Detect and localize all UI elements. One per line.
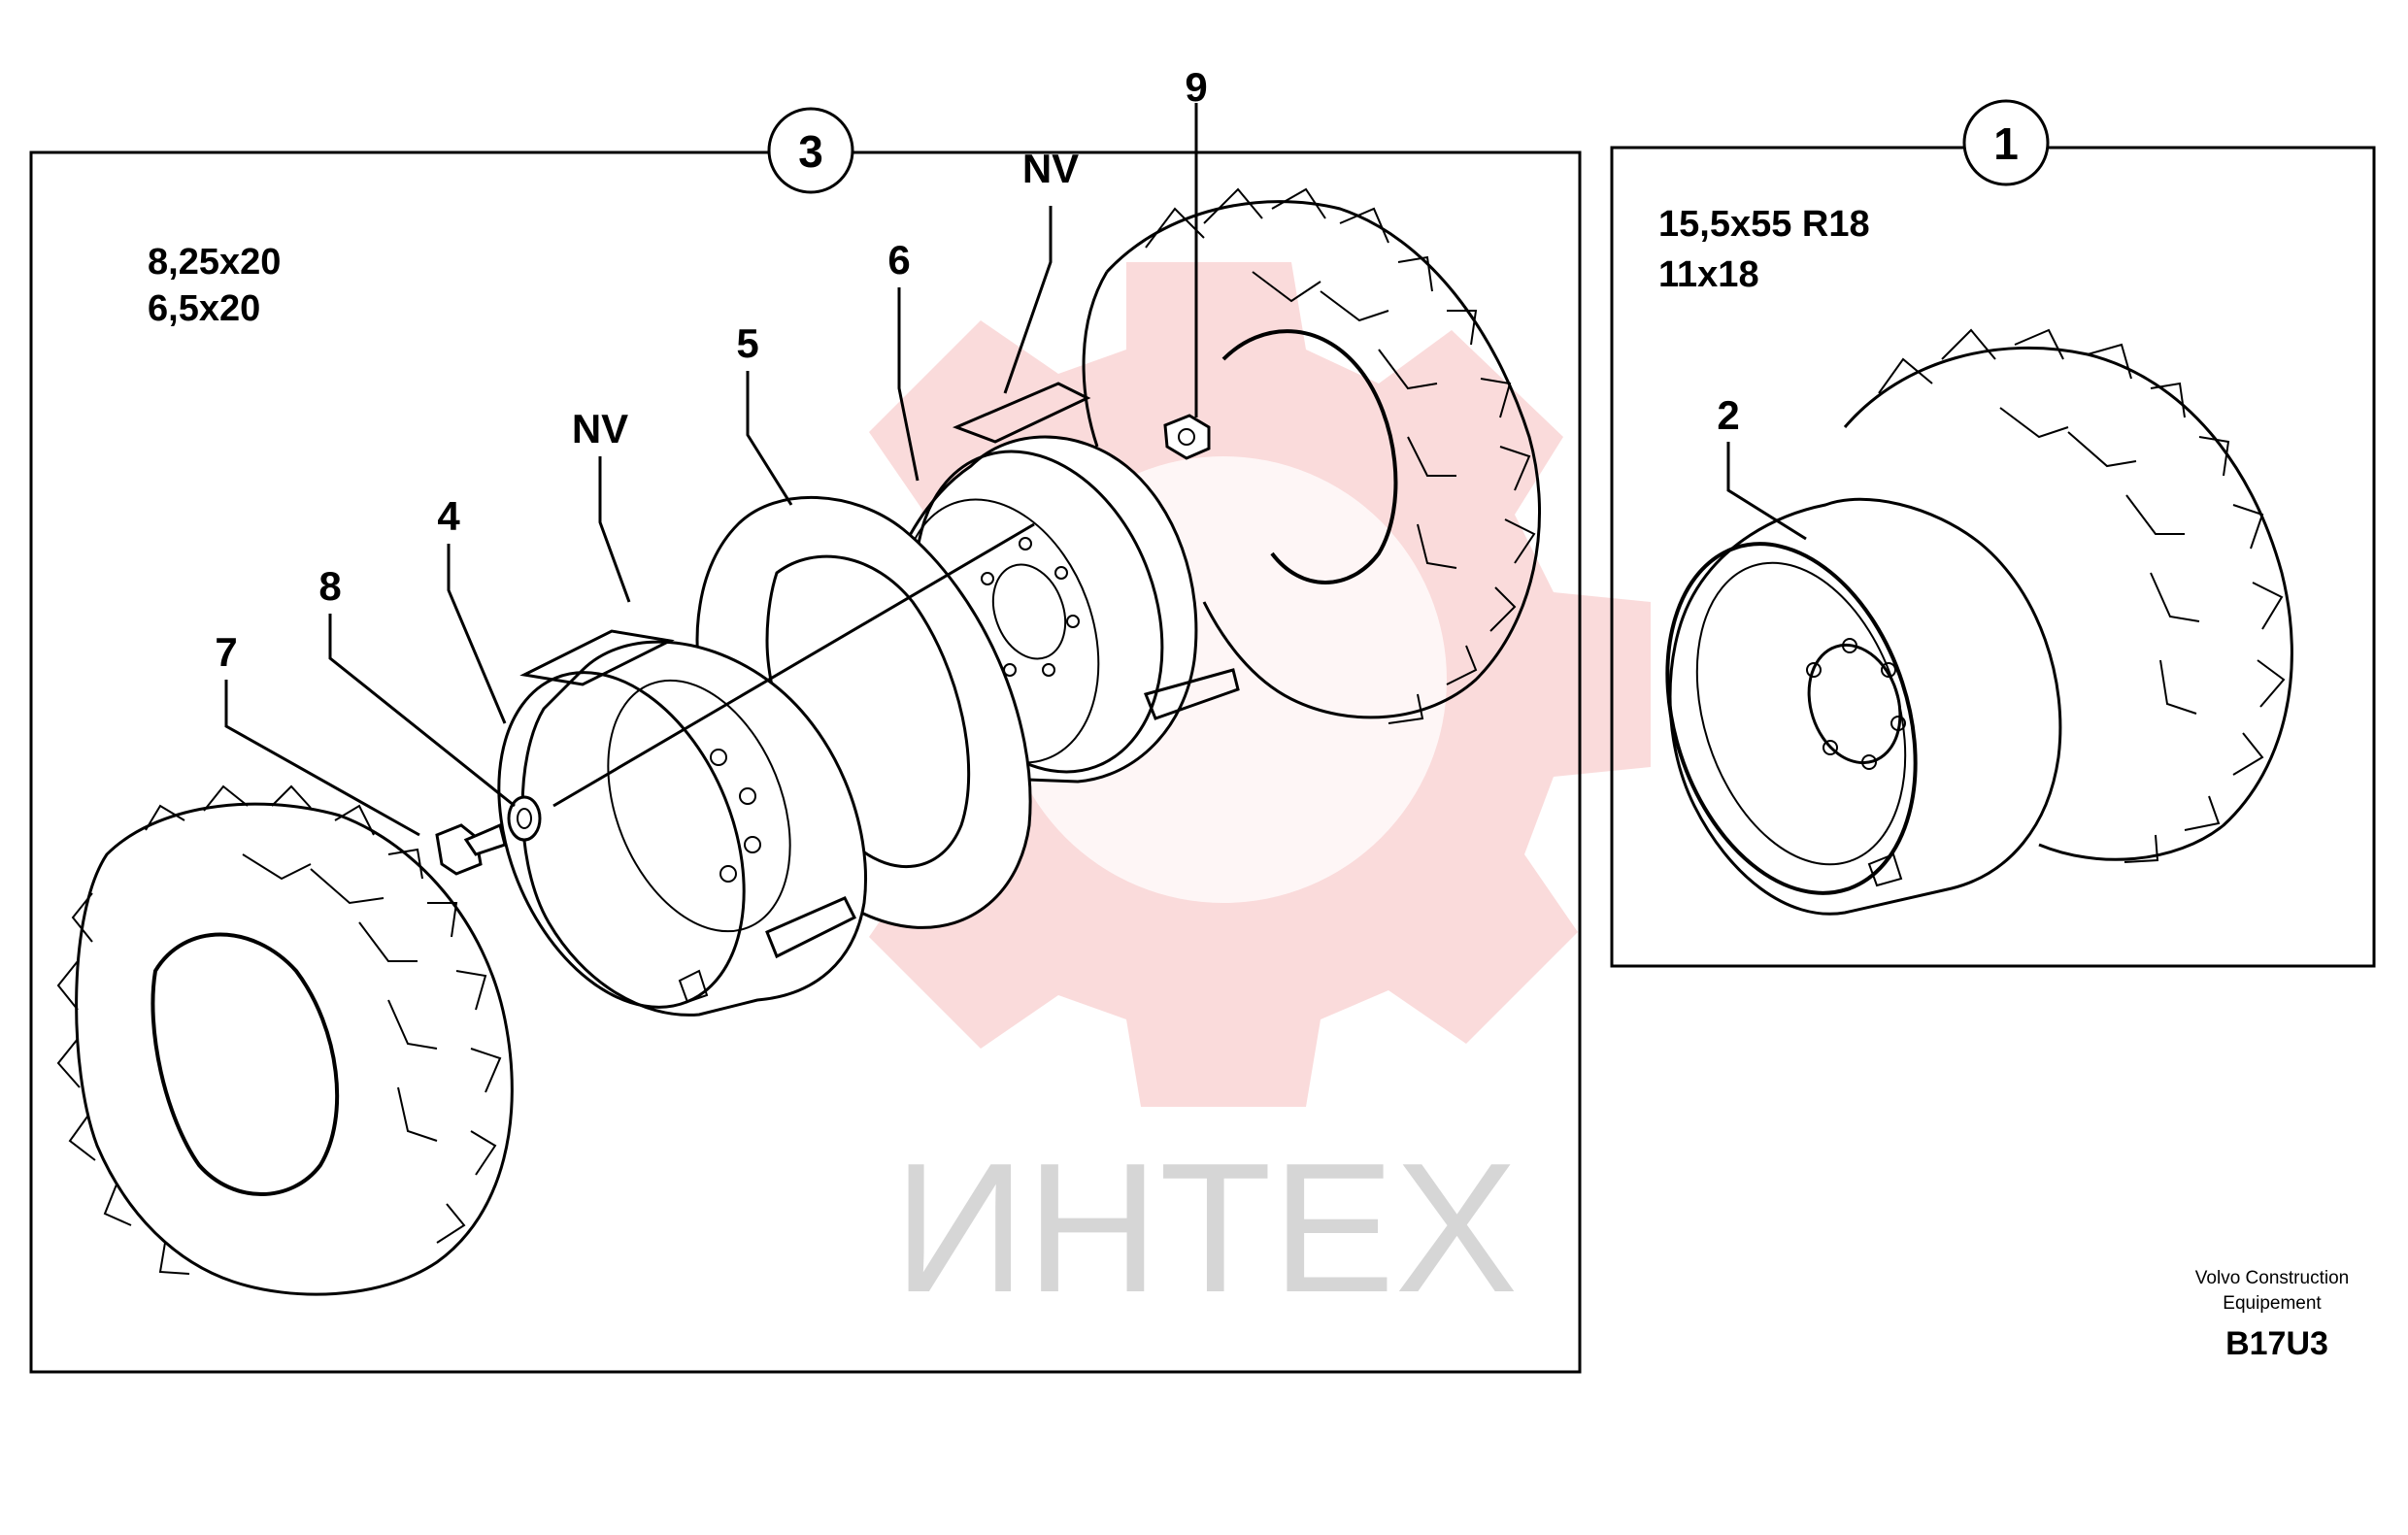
leader-2 — [1726, 442, 1807, 541]
leader-8 — [328, 614, 516, 808]
left-panel-group-number: 3 — [798, 126, 823, 177]
callout-6: 6 — [887, 237, 910, 283]
nut-9 — [1163, 414, 1211, 460]
left-tire-size-2: 6,5x20 — [148, 288, 260, 329]
leader-6 — [897, 287, 920, 482]
callout-9: 9 — [1185, 64, 1207, 110]
callout-7: 7 — [215, 629, 237, 675]
front-tire — [56, 784, 514, 1296]
callout-8: 8 — [318, 563, 341, 609]
assembly-axis — [552, 522, 1035, 808]
callout-nv-right: NV — [1022, 146, 1079, 191]
watermark-text: ИНТЕХ — [893, 1125, 1518, 1331]
rear-tire — [1082, 187, 1542, 724]
callout-nv-left: NV — [572, 406, 628, 451]
left-tire-size-1: 8,25x20 — [148, 242, 281, 283]
assembled-tire — [1843, 328, 2293, 863]
maker-line-2: Equipement — [2223, 1293, 2322, 1314]
leader-5 — [746, 371, 793, 506]
figure-code: B17U3 — [2225, 1325, 2328, 1362]
left-panel-badge — [767, 107, 854, 194]
washer-8 — [507, 795, 542, 842]
right-panel-group-number: 1 — [1993, 118, 2019, 169]
leader-nv-right — [1003, 206, 1053, 394]
maker-line-1: Volvo Construction — [2195, 1268, 2349, 1288]
leader-7 — [224, 680, 420, 837]
leader-nv-left — [598, 456, 631, 603]
leader-4 — [447, 544, 507, 724]
callout-2: 2 — [1717, 392, 1739, 438]
assembled-rim — [1665, 497, 2062, 916]
front-rim — [497, 629, 867, 1017]
right-tire-size-2: 11x18 — [1658, 254, 1759, 295]
callout-4: 4 — [437, 493, 460, 539]
callout-5: 5 — [736, 320, 758, 366]
bolt-7 — [435, 822, 507, 876]
right-panel-badge — [1962, 99, 2050, 186]
right-tire-size-1: 15,5x55 R18 — [1658, 204, 1870, 245]
